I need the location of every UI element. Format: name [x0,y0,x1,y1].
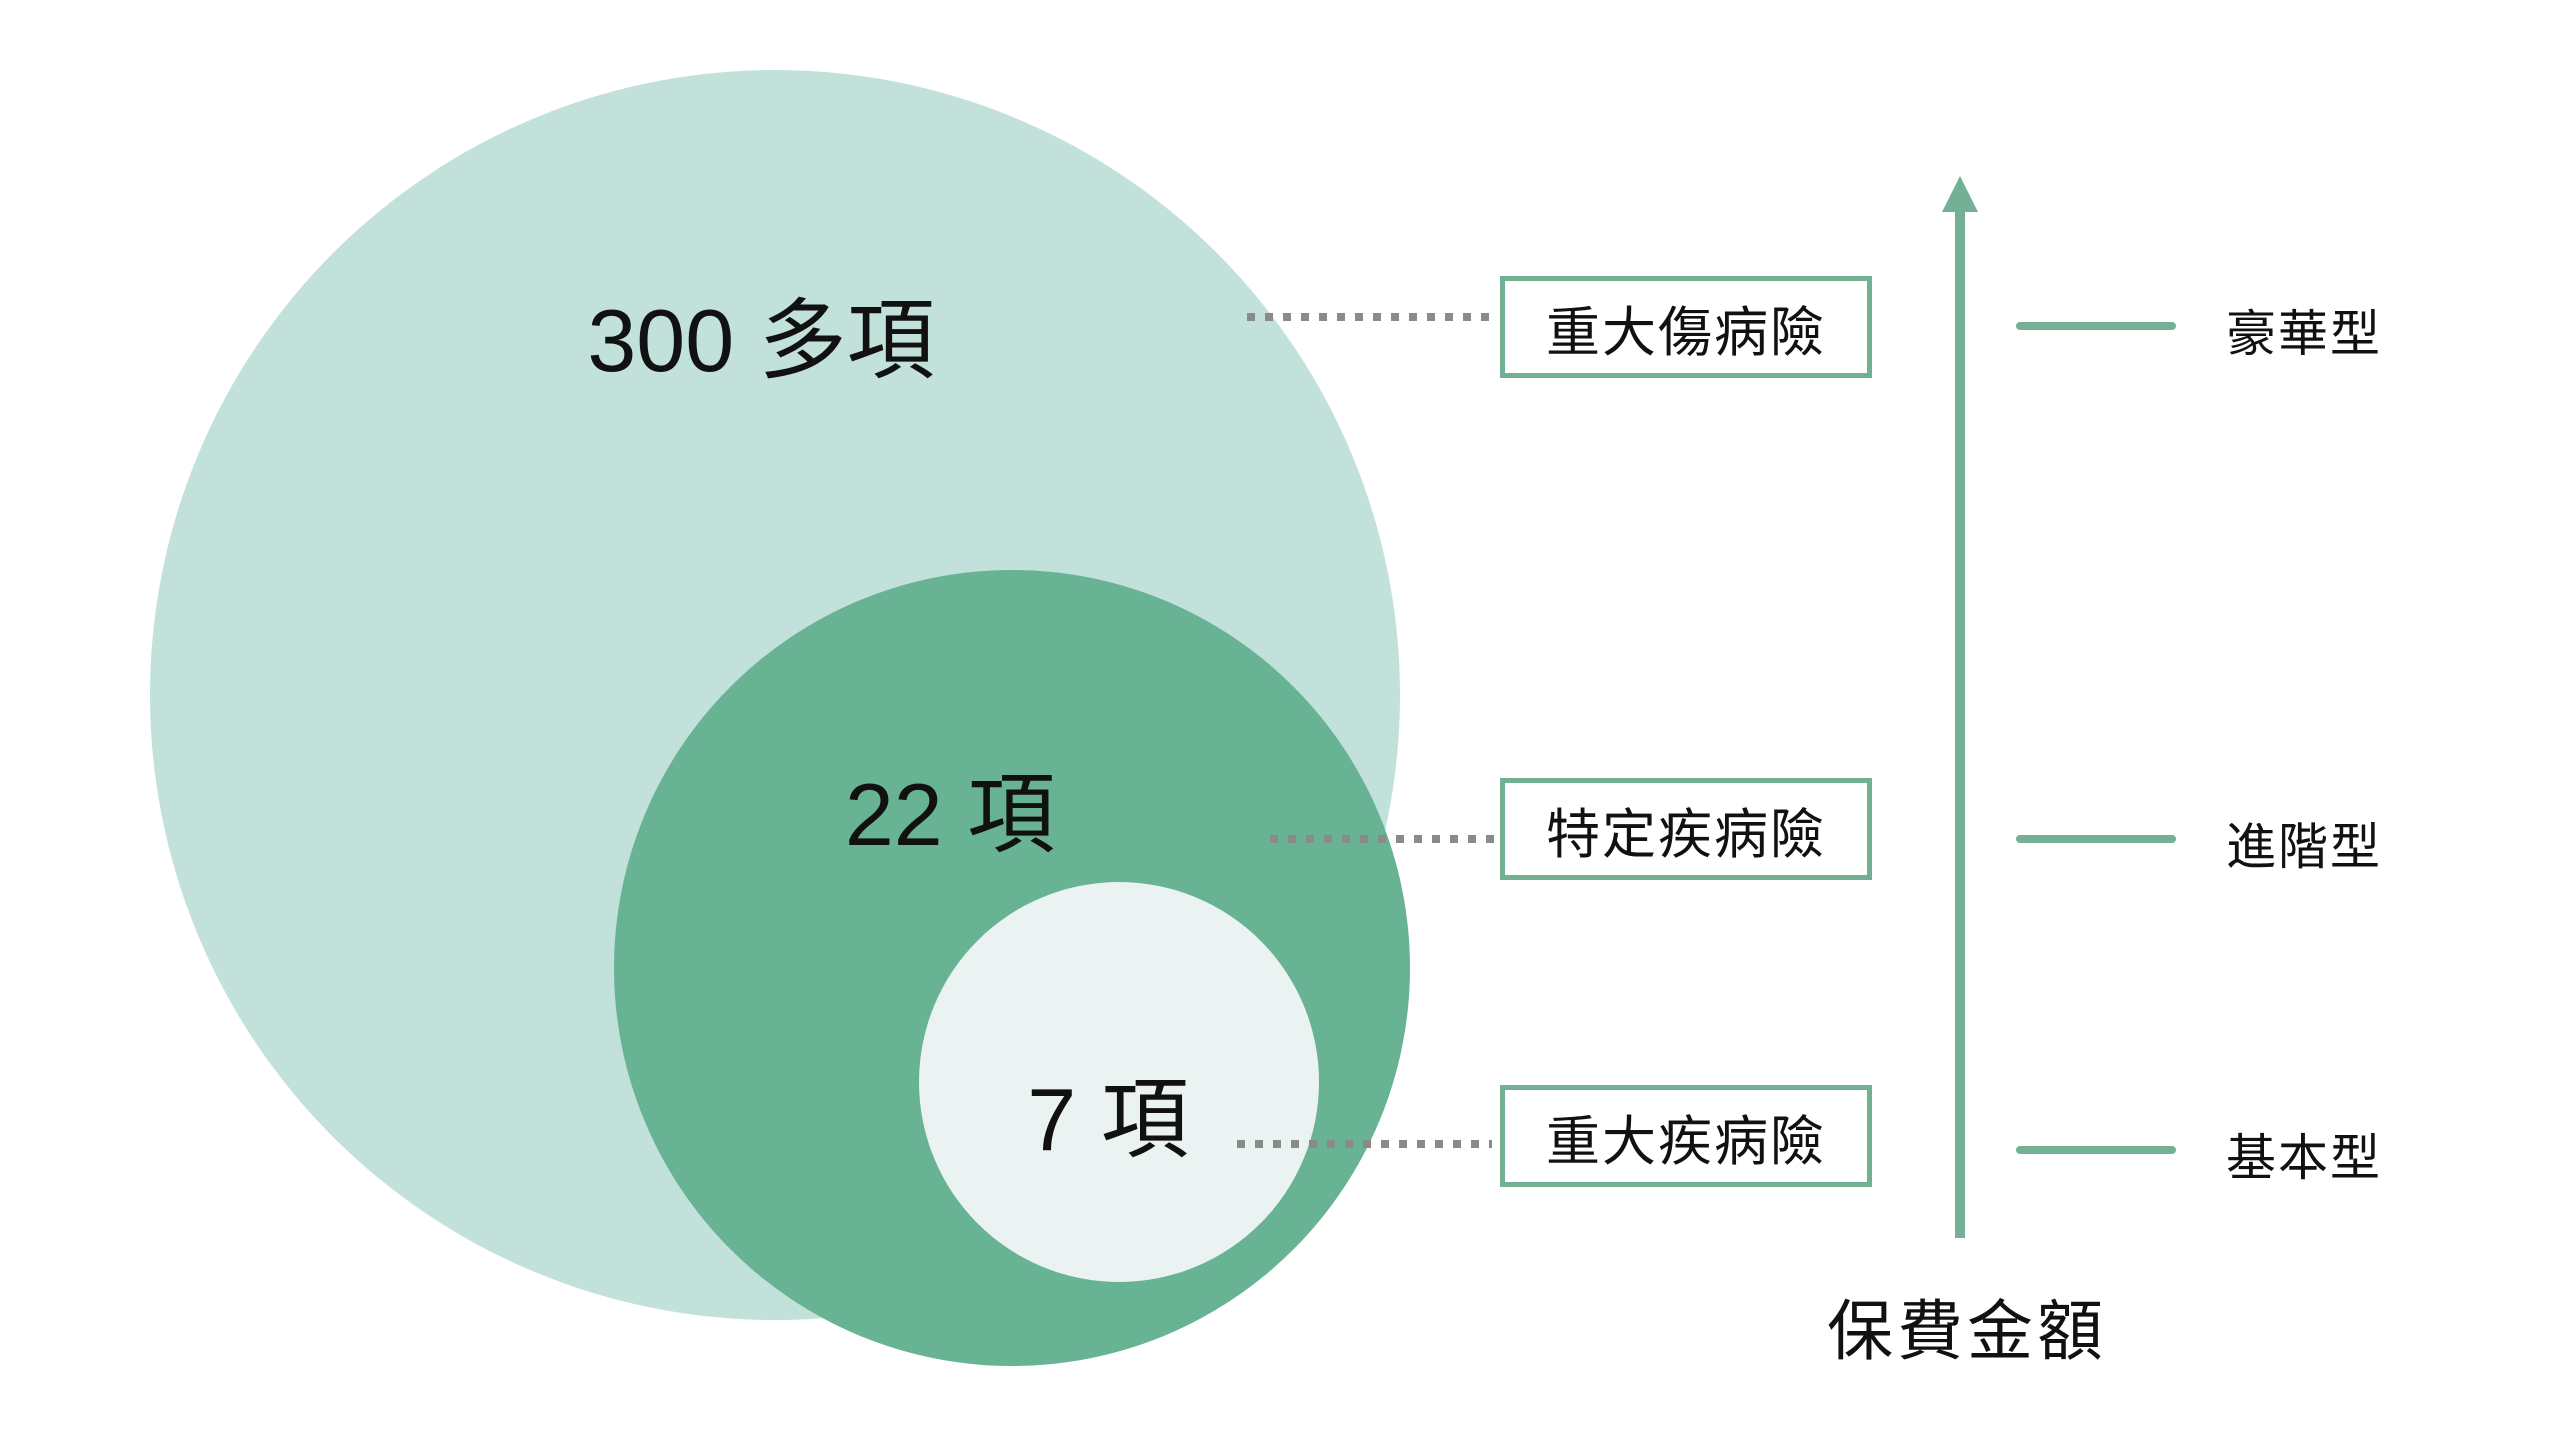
tick-luxury-tier [2016,322,2176,330]
label-box-specific-disease: 特定疾病險 [1500,778,1872,880]
dotted-connector-outer [1247,313,1492,321]
inner-circle-major-disease [919,882,1319,1282]
outer-circle-count: 300 多項 [587,291,935,390]
label-major-injury-illness: 重大傷病險 [1546,302,1826,363]
dotted-connector-inner [1237,1140,1492,1148]
axis-title-premium-amount: 保費金額 [1827,1294,2107,1368]
label-box-major-disease: 重大疾病險 [1500,1085,1872,1187]
label-box-major-injury-illness: 重大傷病險 [1500,276,1872,378]
inner-circle-count: 7 項 [1027,1070,1189,1169]
tier-label-advanced: 進階型 [2226,819,2382,875]
tick-advanced-tier [2016,835,2176,843]
middle-circle-count: 22 項 [844,765,1056,864]
tier-label-luxury: 豪華型 [2226,306,2382,362]
dotted-connector-middle [1270,835,1495,843]
axis-arrow-line [1955,206,1965,1238]
label-major-disease: 重大疾病險 [1546,1111,1826,1172]
tier-label-basic: 基本型 [2226,1130,2382,1186]
tick-basic-tier [2016,1146,2176,1154]
label-specific-disease: 特定疾病險 [1546,804,1826,865]
